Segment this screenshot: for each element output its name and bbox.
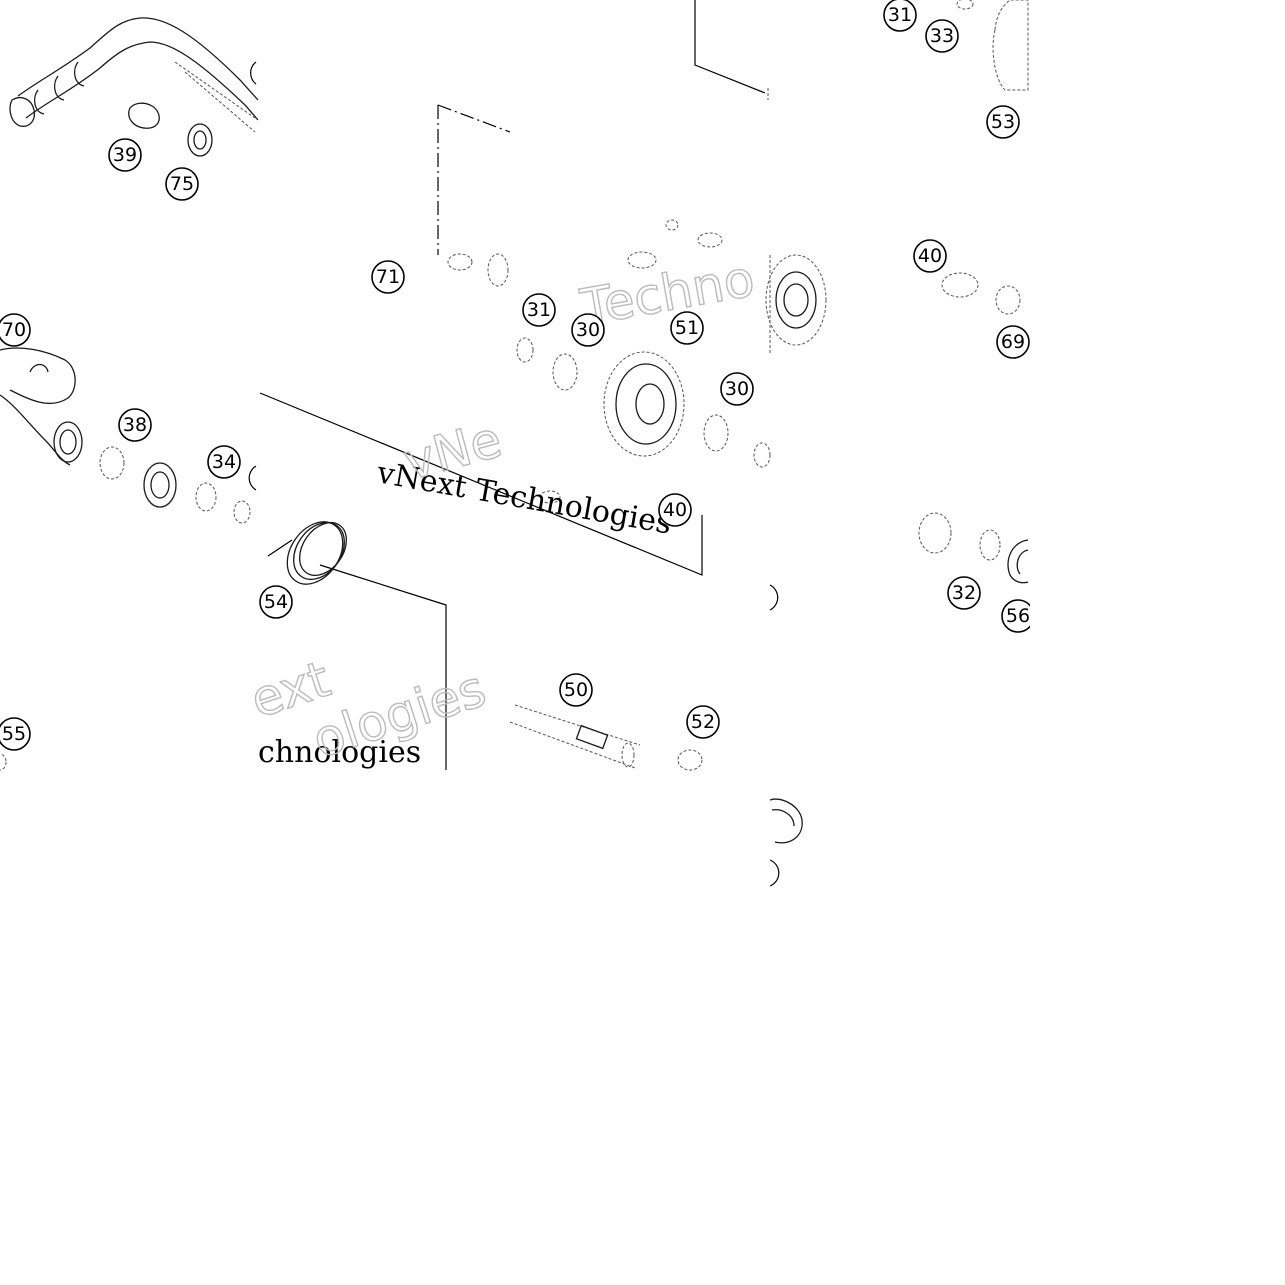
kick-lever-drawing bbox=[9, 17, 259, 157]
svg-text:54: 54 bbox=[264, 591, 288, 613]
svg-text:71: 71 bbox=[376, 266, 400, 288]
svg-text:50: 50 bbox=[564, 679, 588, 701]
callout-54: 54 bbox=[259, 585, 293, 619]
shaft-drawing bbox=[0, 704, 703, 771]
svg-text:31: 31 bbox=[888, 4, 912, 26]
pivot-housing-drawing bbox=[0, 347, 251, 524]
right-blank-area bbox=[1030, 0, 1285, 1285]
callout-71: 71 bbox=[371, 260, 405, 294]
svg-text:34: 34 bbox=[212, 451, 236, 473]
seal-ring-drawing bbox=[286, 521, 347, 585]
svg-text:33: 33 bbox=[930, 25, 954, 47]
callout-53: 53 bbox=[986, 105, 1020, 139]
bottom-right-blank-area bbox=[770, 895, 1030, 1285]
watermark-fragment-4: chnologies bbox=[258, 735, 421, 770]
callout-40-center: 40 bbox=[658, 493, 692, 527]
gear-cluster-drawing bbox=[447, 219, 827, 504]
callout-39: 39 bbox=[108, 138, 142, 172]
callout-69: 69 bbox=[996, 325, 1030, 359]
svg-text:53: 53 bbox=[991, 111, 1015, 133]
callout-38: 38 bbox=[118, 408, 152, 442]
right-parts-drawing bbox=[769, 0, 1029, 844]
svg-text:39: 39 bbox=[113, 144, 137, 166]
callout-33: 33 bbox=[925, 19, 959, 53]
callout-51: 51 bbox=[670, 311, 704, 345]
svg-text:69: 69 bbox=[1001, 331, 1025, 353]
callout-55: 55 bbox=[0, 717, 31, 751]
construction-lines bbox=[259, 0, 769, 770]
svg-text:38: 38 bbox=[123, 414, 147, 436]
callout-40-right: 40 bbox=[913, 239, 947, 273]
callout-31-top: 31 bbox=[883, 0, 917, 32]
svg-text:75: 75 bbox=[170, 173, 194, 195]
callout-75: 75 bbox=[165, 167, 199, 201]
svg-text:56: 56 bbox=[1006, 605, 1030, 627]
callout-30-left: 30 bbox=[571, 313, 605, 347]
svg-text:40: 40 bbox=[918, 245, 942, 267]
partial-callout-marks bbox=[248, 61, 780, 887]
callout-31-center: 31 bbox=[522, 293, 556, 327]
svg-text:55: 55 bbox=[2, 723, 26, 745]
callout-32: 32 bbox=[947, 576, 981, 610]
svg-text:70: 70 bbox=[2, 319, 26, 341]
svg-text:32: 32 bbox=[952, 582, 976, 604]
callout-56: 56 bbox=[1001, 599, 1035, 633]
callout-34: 34 bbox=[207, 445, 241, 479]
callout-50: 50 bbox=[559, 673, 593, 707]
callout-52: 52 bbox=[686, 705, 720, 739]
bottom-blank-area bbox=[0, 775, 770, 1285]
svg-text:52: 52 bbox=[691, 711, 715, 733]
svg-text:51: 51 bbox=[675, 317, 699, 339]
callout-70: 70 bbox=[0, 313, 31, 347]
svg-text:30: 30 bbox=[725, 378, 749, 400]
svg-text:31: 31 bbox=[527, 299, 551, 321]
svg-text:40: 40 bbox=[663, 499, 687, 521]
svg-text:30: 30 bbox=[576, 319, 600, 341]
callout-30-right: 30 bbox=[720, 372, 754, 406]
